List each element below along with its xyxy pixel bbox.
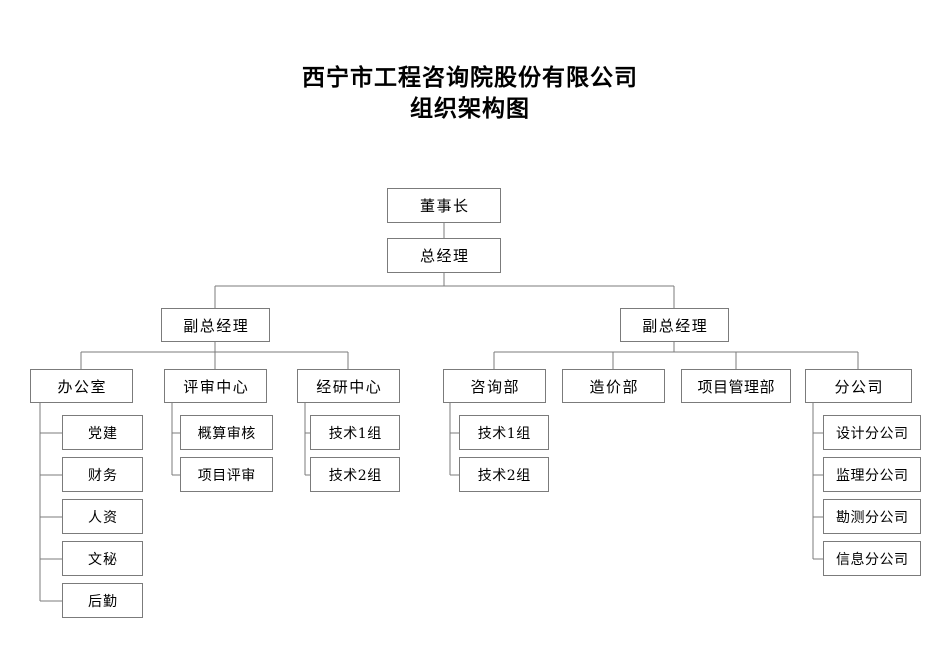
node-research-tech-team-1[interactable]: 技术1组 [310,415,400,450]
node-branch-design[interactable]: 设计分公司 [823,415,921,450]
node-research-tech-team-2[interactable]: 技术2组 [310,457,400,492]
node-chairman[interactable]: 董事长 [387,188,501,223]
node-consulting-tech-team-1[interactable]: 技术1组 [459,415,549,450]
node-review-center[interactable]: 评审中心 [164,369,267,403]
node-deputy-general-manager-left[interactable]: 副总经理 [161,308,270,342]
node-branch-information[interactable]: 信息分公司 [823,541,921,576]
title-line-company: 西宁市工程咨询院股份有限公司 [302,64,638,91]
node-branch-supervision[interactable]: 监理分公司 [823,457,921,492]
node-review-project-appraisal[interactable]: 项目评审 [180,457,273,492]
node-office-secretariat[interactable]: 文秘 [62,541,143,576]
node-cost-department[interactable]: 造价部 [562,369,665,403]
node-consulting-tech-team-2[interactable]: 技术2组 [459,457,549,492]
node-research-center[interactable]: 经研中心 [297,369,400,403]
node-review-budget-audit[interactable]: 概算审核 [180,415,273,450]
node-general-manager[interactable]: 总经理 [387,238,501,273]
page-title: 西宁市工程咨询院股份有限公司 组织架构图 [0,62,940,124]
node-office-human-resources[interactable]: 人资 [62,499,143,534]
node-office-finance[interactable]: 财务 [62,457,143,492]
node-office[interactable]: 办公室 [30,369,133,403]
node-office-party-building[interactable]: 党建 [62,415,143,450]
title-line-subtitle: 组织架构图 [410,95,530,122]
node-branch-company[interactable]: 分公司 [805,369,912,403]
node-consulting-department[interactable]: 咨询部 [443,369,546,403]
node-branch-survey[interactable]: 勘测分公司 [823,499,921,534]
node-project-management-department[interactable]: 项目管理部 [681,369,791,403]
node-office-logistics[interactable]: 后勤 [62,583,143,618]
node-deputy-general-manager-right[interactable]: 副总经理 [620,308,729,342]
